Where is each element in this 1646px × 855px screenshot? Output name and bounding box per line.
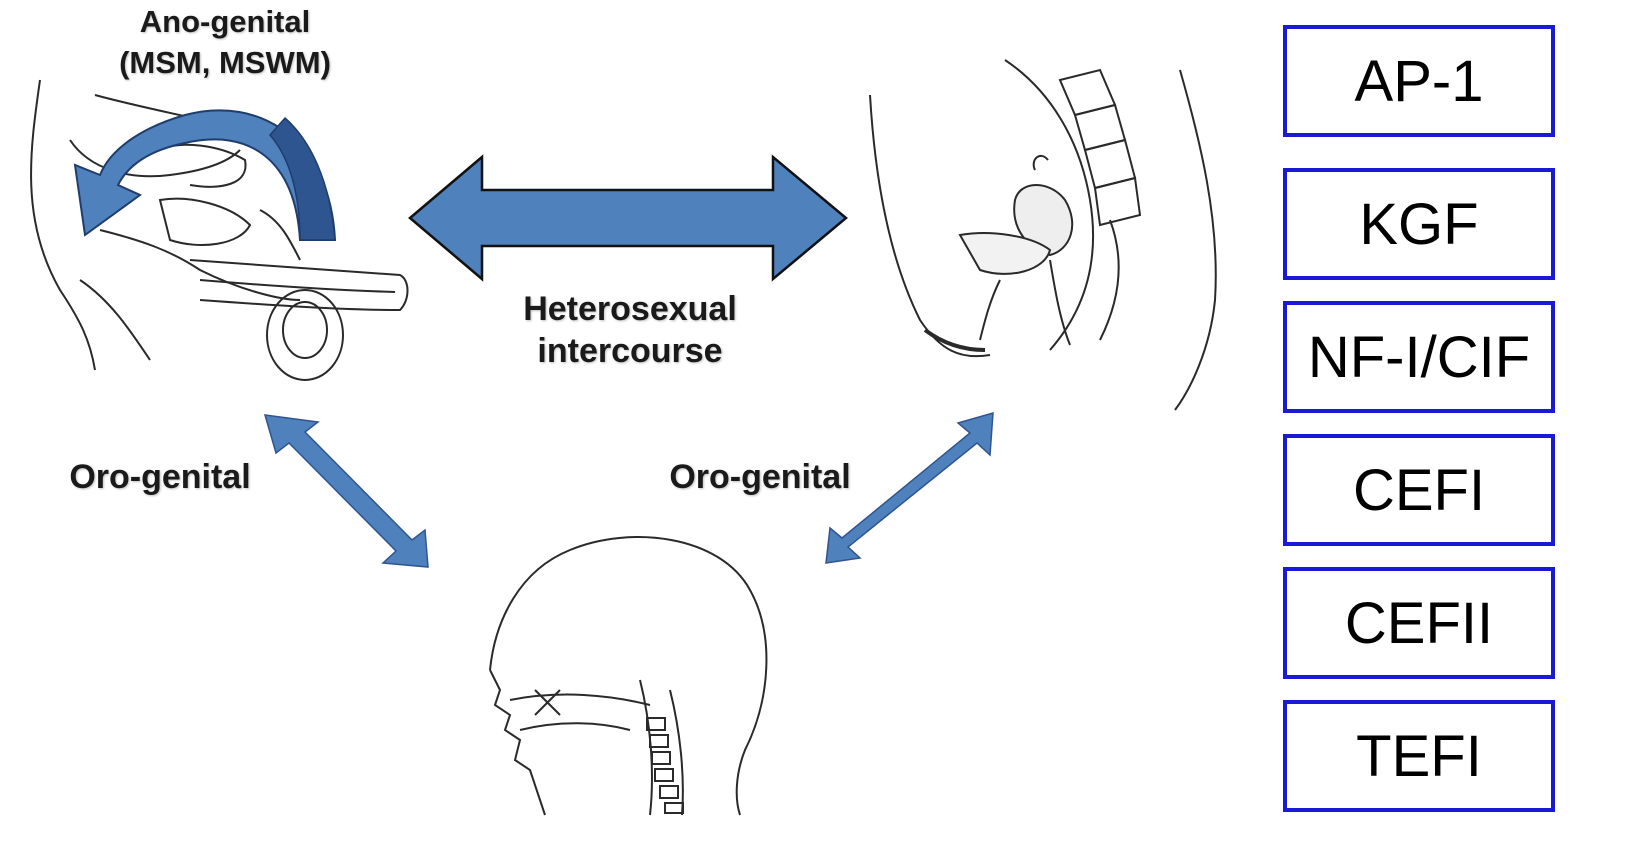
head-profile-illustration [490,537,766,815]
heterosexual-label-line2: intercourse [480,332,780,371]
female-pelvis-illustration [870,60,1216,410]
oro-genital-left-arrow [265,415,428,567]
factor-box-nfi-cif: NF-I/CIF [1283,301,1555,413]
factor-box-ap1: AP-1 [1283,25,1555,137]
oro-genital-right-label: Oro-genital [645,458,875,497]
ano-genital-sublabel: (MSM, MSWM) [90,45,360,81]
factor-box-kgf: KGF [1283,168,1555,280]
heterosexual-label-line1: Heterosexual [480,290,780,329]
factor-box-cefii: CEFII [1283,567,1555,679]
factor-box-tefi: TEFI [1283,700,1555,812]
heterosexual-double-arrow [410,157,846,279]
ano-genital-label: Ano-genital [100,4,350,40]
ano-genital-curved-arrow [75,110,335,240]
factor-box-cefi: CEFI [1283,434,1555,546]
oro-genital-left-label: Oro-genital [40,458,280,497]
